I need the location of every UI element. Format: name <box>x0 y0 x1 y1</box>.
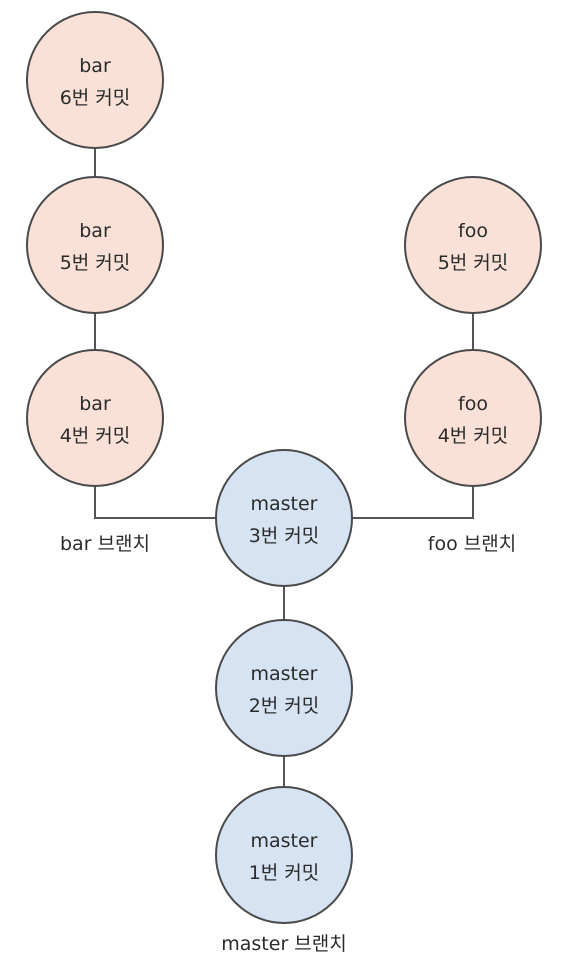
commit-number-label: 4번 커밋 <box>60 425 131 447</box>
commit-number-label: 5번 커밋 <box>60 252 131 274</box>
commit-node-master-2: master 2번 커밋 <box>215 619 353 757</box>
edge-bar-4-to-master-3 <box>94 486 216 519</box>
commit-number-label: 5번 커밋 <box>438 252 509 274</box>
commit-node-foo-4: foo 4번 커밋 <box>404 349 542 487</box>
commit-branch-name: foo <box>458 220 488 242</box>
commit-branch-name: bar <box>79 220 111 242</box>
master-branch-label: master 브랜치 <box>221 933 346 955</box>
commit-number-label: 3번 커밋 <box>249 525 320 547</box>
commit-branch-name: master <box>250 493 317 515</box>
commit-number-label: 6번 커밋 <box>60 87 131 109</box>
commit-node-bar-6: bar 6번 커밋 <box>26 11 164 149</box>
commit-circle <box>215 449 353 587</box>
edge-foo-4-to-master-3 <box>352 486 474 519</box>
commit-node-bar-5: bar 5번 커밋 <box>26 176 164 314</box>
commit-node-master-3: master 3번 커밋 <box>215 449 353 587</box>
branch-labels: bar 브랜치 foo 브랜치 master 브랜치 <box>60 533 516 955</box>
commit-circle <box>26 349 164 487</box>
foo-branch-label: foo 브랜치 <box>428 533 516 555</box>
commit-circle <box>215 786 353 924</box>
commit-circle <box>404 349 542 487</box>
commit-circle <box>215 619 353 757</box>
commit-branch-name: foo <box>458 393 488 415</box>
commit-number-label: 1번 커밋 <box>249 862 320 884</box>
bar-branch-label: bar 브랜치 <box>60 533 150 555</box>
commit-nodes: bar 6번 커밋 bar 5번 커밋 bar 4번 커밋 foo 5번 커밋 foo 4번 커밋… <box>26 11 542 924</box>
commit-node-bar-4: bar 4번 커밋 <box>26 349 164 487</box>
commit-circle <box>26 11 164 149</box>
commit-node-foo-5: foo 5번 커밋 <box>404 176 542 314</box>
commit-branch-name: bar <box>79 393 111 415</box>
commit-edges <box>94 148 474 787</box>
commit-number-label: 4번 커밋 <box>438 425 509 447</box>
commit-branch-name: bar <box>79 55 111 77</box>
commit-branch-name: master <box>250 830 317 852</box>
commit-circle <box>26 176 164 314</box>
commit-node-master-1: master 1번 커밋 <box>215 786 353 924</box>
commit-number-label: 2번 커밋 <box>249 695 320 717</box>
commit-branch-name: master <box>250 663 317 685</box>
commit-circle <box>404 176 542 314</box>
